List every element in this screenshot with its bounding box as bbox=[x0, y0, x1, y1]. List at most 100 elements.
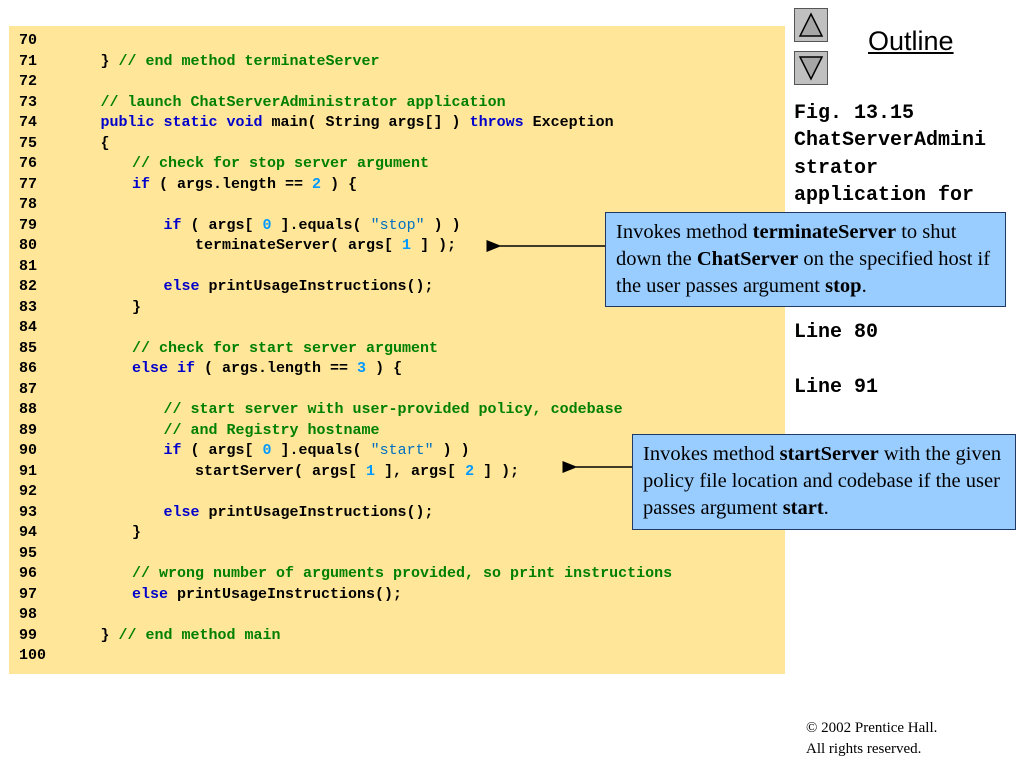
code-line: 88// start server with user-provided pol… bbox=[9, 400, 779, 421]
line-number: 72 bbox=[19, 73, 38, 91]
line-number: 77 bbox=[19, 175, 38, 193]
copyright-line-2: All rights reserved. bbox=[806, 741, 922, 757]
line-number: 73 bbox=[19, 93, 38, 111]
line-number: 89 bbox=[19, 421, 38, 439]
code-text: } // end method terminateServer bbox=[101, 52, 380, 73]
line-number: 75 bbox=[19, 134, 38, 152]
outline-link[interactable]: Outline bbox=[868, 26, 954, 56]
up-triangle-icon bbox=[798, 12, 824, 37]
callout-text: Invokes method bbox=[643, 443, 780, 465]
code-line: 98 bbox=[9, 605, 779, 626]
line-number: 74 bbox=[19, 114, 38, 132]
code-token: "stop" bbox=[370, 216, 425, 234]
code-text: if ( args[ 0 ].equals( "start" ) ) bbox=[164, 441, 470, 462]
code-text: // and Registry hostname bbox=[164, 421, 380, 442]
copyright-notice: © 2002 Prentice Hall. All rights reserve… bbox=[806, 718, 937, 760]
code-token: else if bbox=[132, 360, 196, 378]
code-token: if bbox=[163, 216, 182, 234]
code-line: 84 bbox=[9, 318, 779, 339]
code-token: ( args[ bbox=[181, 216, 263, 234]
line-number: 92 bbox=[19, 483, 38, 501]
callout-text: on the specified host if the user passes… bbox=[616, 248, 991, 297]
callout-emphasis: startServer bbox=[779, 443, 879, 465]
code-line: 77 if ( args.length == 2 ) { bbox=[9, 175, 779, 196]
code-text: { bbox=[101, 134, 110, 155]
code-line: 79 if ( args[ 0 ].equals( "stop" ) ) bbox=[9, 216, 779, 237]
line-number: 99 bbox=[19, 626, 38, 644]
caption-line: ChatServerAdmini bbox=[794, 129, 987, 153]
code-token: ] ); bbox=[411, 237, 457, 255]
code-token: 1 bbox=[402, 237, 412, 255]
code-token: 3 bbox=[357, 360, 367, 378]
code-text: // check for start server argument bbox=[132, 339, 438, 360]
line-number: 78 bbox=[19, 196, 38, 214]
callout-emphasis: terminateServer bbox=[752, 221, 897, 243]
callout-emphasis: stop bbox=[825, 275, 862, 297]
code-line: 78 bbox=[9, 195, 779, 216]
line-number: 97 bbox=[19, 585, 38, 603]
line-number: 90 bbox=[19, 442, 38, 460]
code-token: // end method terminateServer bbox=[118, 52, 380, 70]
caption-line: strator bbox=[794, 156, 879, 180]
code-token: // end method main bbox=[118, 626, 281, 644]
code-line: 94} bbox=[9, 523, 779, 544]
code-token: startServer( args[ bbox=[195, 462, 367, 480]
code-token: else bbox=[163, 278, 200, 296]
code-line: 72 bbox=[9, 72, 779, 93]
code-line: 100 bbox=[9, 646, 779, 667]
callout-emphasis: start bbox=[782, 497, 824, 519]
line-number: 88 bbox=[19, 401, 38, 419]
code-token: if bbox=[132, 175, 151, 193]
code-token: ].equals( bbox=[271, 216, 371, 234]
line-number: 79 bbox=[19, 216, 38, 234]
code-token: // launch ChatServerAdministrator applic… bbox=[100, 93, 506, 111]
line-number: 87 bbox=[19, 380, 38, 398]
callout-start-server: Invokes method startServer with the give… bbox=[632, 434, 1016, 530]
line-number: 80 bbox=[19, 237, 38, 255]
code-token: ) { bbox=[321, 175, 358, 193]
code-token: throws bbox=[469, 114, 524, 132]
down-triangle-icon bbox=[798, 56, 824, 81]
code-line: 73 // launch ChatServerAdministrator appl… bbox=[9, 93, 779, 114]
line-number: 95 bbox=[19, 544, 38, 562]
previous-slide-button[interactable] bbox=[794, 8, 828, 42]
code-line: 96// wrong number of arguments provided,… bbox=[9, 564, 779, 585]
code-line: 90 if ( args[ 0 ].equals( "start" ) ) bbox=[9, 441, 779, 462]
code-text: if ( args[ 0 ].equals( "stop" ) ) bbox=[164, 216, 461, 237]
callout-text: . bbox=[861, 275, 867, 297]
code-text: public static void main( String args[] )… bbox=[101, 113, 614, 134]
line-number: 76 bbox=[19, 155, 38, 173]
code-token: // check for start server argument bbox=[132, 339, 439, 357]
code-text: startServer( args[ 1 ], args[ 2 ] ); bbox=[195, 462, 519, 483]
callout-text: with the given policy file location and … bbox=[643, 443, 1002, 519]
line-number: 82 bbox=[19, 278, 38, 296]
code-text: } // end method main bbox=[101, 626, 281, 647]
code-token: if bbox=[163, 442, 182, 460]
code-token: else bbox=[132, 585, 169, 603]
code-line: 76// check for stop server argument bbox=[9, 154, 779, 175]
code-token: ( args.length == bbox=[195, 360, 358, 378]
line-number: 98 bbox=[19, 606, 38, 624]
caption-line: Line 91 bbox=[794, 376, 879, 400]
code-token: ] ); bbox=[474, 462, 520, 480]
code-token: public static void bbox=[100, 114, 263, 132]
code-line: 99 } // end method main bbox=[9, 626, 779, 647]
line-number: 96 bbox=[19, 565, 38, 583]
code-line: 89 // and Registry hostname bbox=[9, 421, 779, 442]
next-slide-button[interactable] bbox=[794, 51, 828, 85]
code-token: } bbox=[132, 298, 142, 316]
code-token: ) ) bbox=[424, 216, 461, 234]
line-number: 93 bbox=[19, 503, 38, 521]
line-number: 83 bbox=[19, 298, 38, 316]
code-line: 75 { bbox=[9, 134, 779, 155]
caption-line: Fig. 13.15 bbox=[794, 102, 915, 125]
code-line: 85// check for start server argument bbox=[9, 339, 779, 360]
code-token: 0 bbox=[262, 442, 272, 460]
line-number: 94 bbox=[19, 524, 38, 542]
code-text: if ( args.length == 2 ) { bbox=[132, 175, 357, 196]
